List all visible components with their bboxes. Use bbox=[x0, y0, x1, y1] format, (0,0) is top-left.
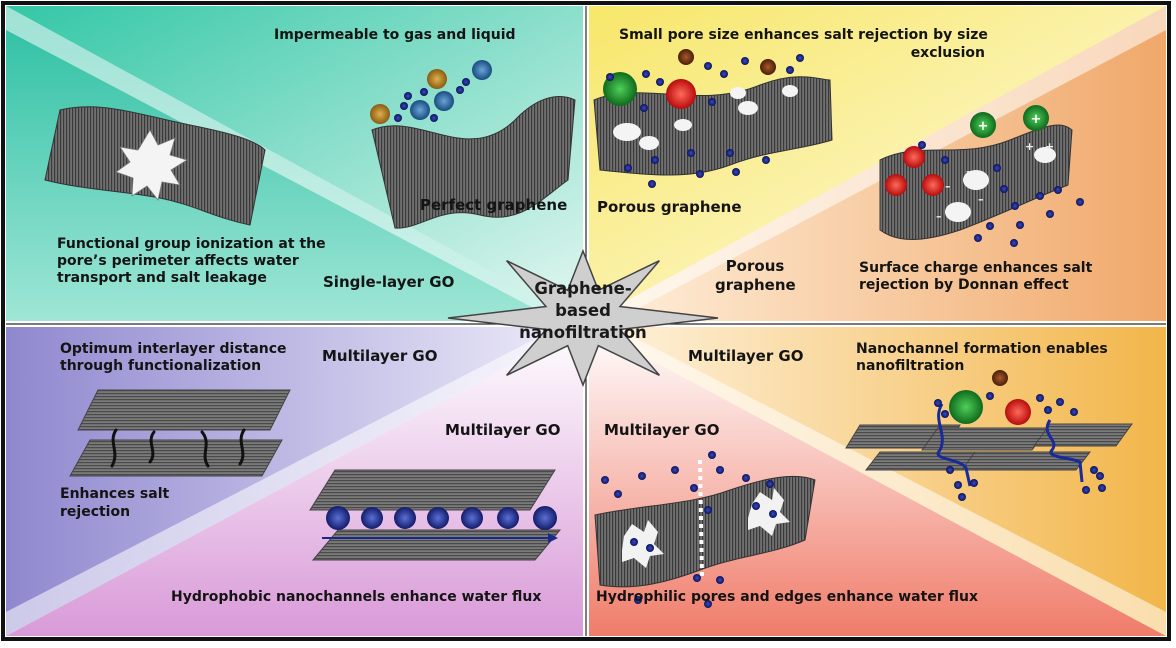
label-porous-center-line1: Porous bbox=[725, 257, 785, 275]
label-porous-graphene: Porous graphene bbox=[597, 198, 742, 216]
surface-charge-illustration: + + ––– –++ bbox=[879, 105, 1084, 247]
caption-enhances-salt-line2: rejection bbox=[60, 504, 131, 520]
center-title: Graphene- based nanofiltration bbox=[508, 278, 658, 344]
perfect-graphene-illustration bbox=[370, 60, 576, 229]
svg-text:–: – bbox=[936, 210, 942, 223]
label-porous-center-line2: graphene bbox=[715, 276, 796, 294]
svg-text:+: + bbox=[978, 119, 989, 134]
caption-nanochannel-line1: Nanochannel formation enables bbox=[856, 341, 1108, 357]
center-title-line3: nanofiltration bbox=[519, 323, 647, 342]
svg-text:–: – bbox=[945, 180, 951, 193]
svg-text:+: + bbox=[1025, 140, 1034, 153]
caption-functional-group-line1: Functional group ionization at the bbox=[57, 236, 326, 252]
caption-hydrophilic: Hydrophilic pores and edges enhance wate… bbox=[596, 589, 978, 605]
hydrophobic-channel-illustration bbox=[309, 469, 562, 561]
caption-functional-group-line2: pore’s perimeter affects water bbox=[57, 253, 299, 269]
label-multilayer-go-left-upper: Multilayer GO bbox=[322, 347, 438, 365]
single-layer-go-illustration bbox=[44, 106, 266, 226]
nanochannel-formation-illustration bbox=[845, 370, 1133, 501]
center-title-line2: based bbox=[555, 301, 611, 320]
label-perfect-graphene: Perfect graphene bbox=[420, 196, 568, 214]
caption-surface-charge-line2: rejection by Donnan effect bbox=[859, 277, 1069, 293]
svg-text:–: – bbox=[978, 193, 984, 206]
label-single-layer-go: Single-layer GO bbox=[323, 273, 455, 291]
caption-interlayer-line1: Optimum interlayer distance bbox=[60, 341, 287, 357]
caption-small-pore-line1: Small pore size enhances salt rejection … bbox=[619, 27, 988, 43]
caption-surface-charge-line1: Surface charge enhances salt bbox=[859, 260, 1093, 276]
svg-text:+: + bbox=[1031, 112, 1042, 127]
caption-interlayer-line2: through functionalization bbox=[60, 358, 262, 374]
label-multilayer-go-left-lower: Multilayer GO bbox=[445, 421, 561, 439]
caption-functional-group-line3: transport and salt leakage bbox=[57, 270, 267, 286]
label-multilayer-go-right-lower: Multilayer GO bbox=[604, 421, 720, 439]
caption-enhances-salt-line1: Enhances salt bbox=[60, 486, 170, 502]
center-star-shape bbox=[447, 248, 719, 388]
caption-nanochannel-line2: nanofiltration bbox=[856, 358, 965, 374]
caption-impermeable: Impermeable to gas and liquid bbox=[274, 27, 516, 43]
svg-text:–: – bbox=[966, 165, 972, 178]
porous-graphene-illustration bbox=[593, 49, 833, 188]
label-multilayer-go-right-upper: Multilayer GO bbox=[688, 347, 804, 365]
interlayer-distance-illustration bbox=[69, 389, 291, 477]
center-title-line1: Graphene- bbox=[534, 279, 632, 298]
hydrophilic-pores-illustration bbox=[594, 451, 816, 608]
svg-text:+: + bbox=[1045, 140, 1054, 153]
caption-hydrophobic: Hydrophobic nanochannels enhance water f… bbox=[171, 589, 542, 605]
caption-small-pore-line2: exclusion bbox=[910, 45, 985, 61]
